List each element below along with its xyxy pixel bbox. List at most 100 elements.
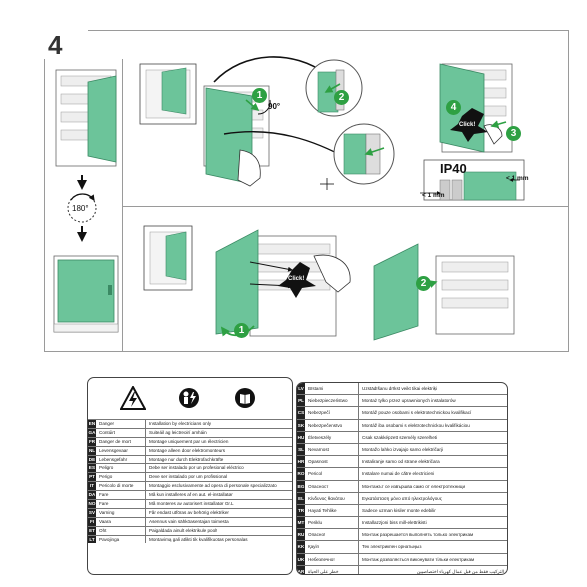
language-code: SL — [297, 443, 305, 456]
warning-word: Nevarnost — [305, 443, 359, 456]
warning-text: Montaggio esclusivamente ad opera di per… — [149, 483, 277, 489]
warning-text: Instalare numai de către electricieni — [362, 471, 435, 477]
language-code: SK — [297, 419, 305, 431]
frame-top-rule — [88, 30, 569, 32]
warning-text: Uzstādīšanu drīkst veikt tikai elektriķi — [362, 386, 438, 391]
warning-word: Danger de mort — [96, 437, 146, 446]
warning-text: Монтаж дозволяється виконувати тільки ел… — [362, 556, 475, 562]
gap-label-right: < 1 mm — [506, 175, 529, 182]
warning-text: Montaż tylko przez uprawnionych instalat… — [362, 398, 456, 404]
warning-text: Монтажът се извършва само от електротехн… — [362, 483, 466, 489]
language-code: EL — [297, 492, 305, 504]
warning-word: Pericol — [305, 468, 359, 480]
hinge-detail-top — [305, 59, 363, 117]
warning-text: Får endast utföras av behörig elektriker — [149, 509, 229, 515]
warning-text: Εγκατάσταση μόνο από ηλεκτρολόγους — [362, 495, 443, 501]
step-badge-1: 1 — [252, 88, 267, 103]
language-code: KK — [297, 541, 305, 553]
warning-text: Montage alleen door elektromonteurs — [149, 447, 226, 453]
warning-text: Montáž pouze osobami s elektrotechnickou… — [362, 410, 472, 416]
click-label-bottom: Click! — [288, 276, 305, 282]
language-code: ET — [88, 526, 96, 535]
warning-word: Contúirt — [96, 428, 146, 437]
gap-label-left: < 1 mm — [422, 192, 445, 199]
warning-word: Небезпечно! — [305, 553, 359, 565]
step-badge-2: 2 — [334, 90, 349, 105]
frame-right-rule — [568, 30, 570, 352]
language-code: LV — [297, 383, 305, 395]
warning-word: Nebezpečí — [305, 407, 359, 419]
language-code: NO — [88, 500, 96, 508]
language-code: HU — [297, 431, 305, 443]
warning-text: Må monteres av autorisert installatør Gr… — [149, 501, 234, 507]
section-divider-horizontal — [122, 206, 569, 207]
warning-text: Asennus vain sähköasentajan toimesta — [149, 518, 229, 524]
warning-word: Peligro — [96, 464, 146, 473]
warning-word: Opasnost — [305, 456, 359, 468]
installation-drawing — [53, 56, 525, 341]
language-code: IT — [88, 482, 96, 491]
step-badge-6: 2 — [416, 276, 431, 291]
language-code: DA — [88, 491, 96, 500]
ip40-detail — [420, 159, 525, 201]
warning-word: Oht — [96, 526, 146, 535]
warning-word: Nebezpečenstvo — [305, 419, 359, 431]
warning-text: Installazzjoni biss mill-elettrikisti — [362, 520, 427, 526]
step-badge-3: 3 — [506, 126, 521, 141]
warning-word: خطر على الحياة — [305, 565, 359, 574]
language-code: ES — [88, 464, 96, 473]
language-code: AR — [297, 565, 305, 574]
warning-word: Varning — [96, 508, 146, 517]
warning-word: Periklu — [305, 517, 359, 529]
hazard-icons-row — [88, 378, 292, 418]
step-badge-4: 4 — [446, 100, 461, 115]
warning-text: Csak szakképzett személy szerelheti — [362, 434, 438, 440]
warning-text: Instaliranje samo od strane električara — [362, 459, 440, 465]
click-label-top: Click! — [459, 122, 476, 128]
warning-text: Må kun installeres af en aut. el-install… — [149, 492, 233, 498]
step-number: 4 — [48, 30, 63, 60]
angle-90-label: 90° — [268, 102, 281, 111]
warning-word: Κίνδυνος θανάτου — [305, 492, 359, 504]
language-code: FR — [88, 437, 96, 446]
warning-word: Levensgevaar — [96, 446, 146, 455]
language-code: SV — [88, 508, 96, 517]
warning-text: Montage uniquement par un électricien — [149, 438, 229, 444]
enclosure-with-cover-top — [55, 69, 117, 167]
warning-text: Sadece uzman kisiler monte edebilir — [362, 507, 436, 513]
warning-word: Опасност — [305, 480, 359, 492]
ip-rating-label: IP40 — [440, 161, 467, 176]
hinge-detail-bottom — [320, 123, 395, 190]
language-code: TR — [297, 504, 305, 517]
warning-word: Életveszély — [305, 431, 359, 443]
electric-hazard-icon — [120, 386, 146, 410]
warning-word: Fare — [96, 491, 146, 500]
warning-text: Debe ser instalado por un profesional el… — [149, 465, 244, 471]
language-code: RU — [297, 529, 305, 541]
warning-word: Perigo — [96, 473, 146, 482]
cover-closing-scene — [143, 225, 351, 337]
language-code: UK — [297, 553, 305, 565]
language-code: HR — [297, 456, 305, 468]
warning-word: Pavojinga — [96, 535, 146, 544]
language-code: BG — [297, 480, 305, 492]
